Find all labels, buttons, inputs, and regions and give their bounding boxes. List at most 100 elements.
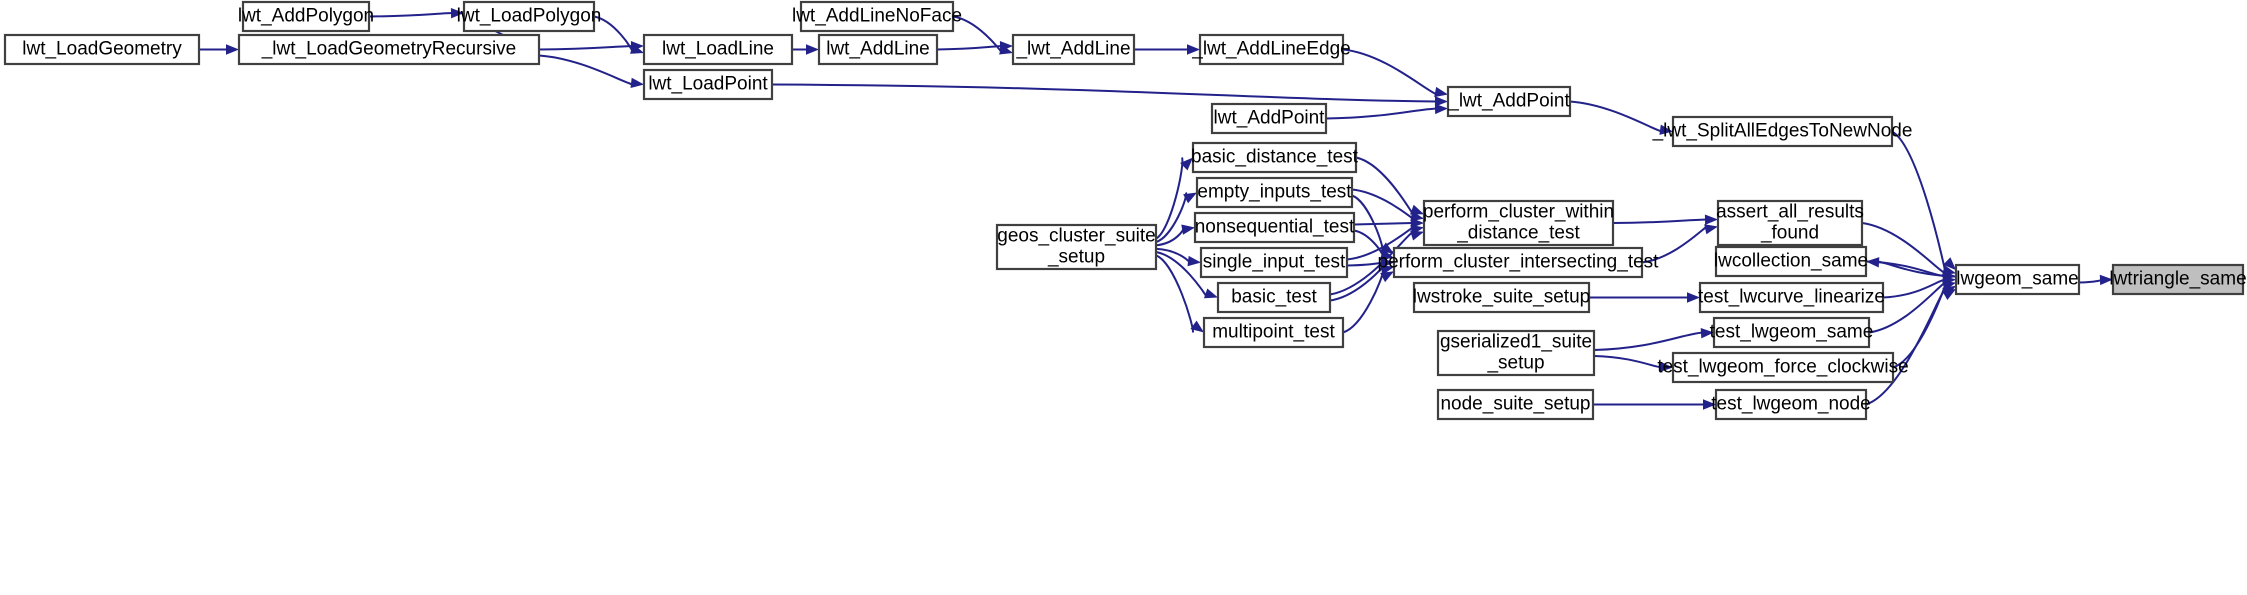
edge-arrowhead [450, 8, 464, 19]
graph-node-test_lwcurve_linearize[interactable]: test_lwcurve_linearize [1698, 281, 1885, 314]
call-edge [1342, 48, 1438, 96]
graph-node-nonsequential_test[interactable]: nonsequential_test [1193, 211, 1356, 244]
call-edge [1155, 157, 1184, 240]
edge-arrowhead [630, 77, 644, 88]
node-box[interactable] [1671, 351, 1895, 384]
edge-arrowhead [1659, 361, 1673, 372]
graph-node-_lwt_AddLineEdge[interactable]: _lwt_AddLineEdge [1191, 33, 1351, 66]
node-box[interactable] [1216, 281, 1332, 314]
graph-node-lwt_AddPolygon[interactable]: lwt_AddPolygon [238, 0, 374, 33]
node-box[interactable] [1671, 115, 1894, 148]
node-box[interactable] [1392, 246, 1644, 279]
call-edge [1569, 100, 1663, 133]
node-box[interactable] [3, 33, 201, 66]
graph-node-lwgeom_same[interactable]: lwgeom_same [1954, 263, 2081, 296]
graph-node-basic_test[interactable]: basic_test [1216, 281, 1332, 314]
graph-node-_lwt_AddPoint[interactable]: _lwt_AddPoint [1446, 85, 1572, 118]
edge-arrowhead [1434, 103, 1448, 115]
graph-node-lwt_LoadGeometry[interactable]: lwt_LoadGeometry [3, 33, 201, 66]
graph-node-basic_distance_test[interactable]: basic_distance_test [1191, 141, 1359, 174]
call-edge [1355, 156, 1414, 215]
node-box[interactable] [995, 223, 1158, 271]
call-edge [1351, 188, 1414, 220]
node-box[interactable] [237, 33, 541, 66]
graph-node-_lwt_LoadGeometryRecursive[interactable]: _lwt_LoadGeometryRecursive [237, 33, 541, 66]
call-edge [1346, 261, 1384, 267]
graph-node-test_lwgeom_same[interactable]: test_lwgeom_same [1710, 316, 1874, 349]
call-edge [1593, 331, 1704, 351]
node-box[interactable] [1199, 246, 1349, 279]
edge-arrowhead [1659, 124, 1673, 135]
node-box[interactable] [1422, 199, 1615, 247]
node-box[interactable] [1446, 85, 1572, 118]
node-box[interactable] [1714, 245, 1868, 278]
graph-node-lwt_LoadPoint[interactable]: lwt_LoadPoint [642, 68, 774, 101]
call-edge [1325, 107, 1438, 120]
node-box[interactable] [1714, 388, 1868, 421]
node-box[interactable] [462, 0, 596, 33]
graph-node-test_lwgeom_node[interactable]: test_lwgeom_node [1711, 388, 1871, 421]
graph-node-lwt_AddPoint[interactable]: lwt_AddPoint [1210, 102, 1328, 135]
graph-node-lwt_AddLine[interactable]: lwt_AddLine [817, 33, 939, 66]
graph-node-single_input_test[interactable]: single_input_test [1199, 246, 1349, 279]
edge-arrowhead [1187, 44, 1200, 55]
node-box[interactable] [1436, 388, 1595, 421]
call-edge [1891, 130, 1946, 271]
graph-node-lwt_LoadLine[interactable]: lwt_LoadLine [642, 33, 794, 66]
call-edge [1868, 281, 1946, 334]
graph-node-lwt_AddLineNoFace[interactable]: lwt_AddLineNoFace [792, 0, 962, 33]
node-box[interactable] [642, 68, 774, 101]
graph-node-assert_all_results_found[interactable]: assert_all_results_found [1716, 199, 1864, 247]
node-box[interactable] [1193, 211, 1356, 244]
node-box[interactable] [1712, 316, 1871, 349]
edges-layer [199, 8, 2113, 410]
graph-node-geos_cluster_suite_setup[interactable]: geos_cluster_suite_setup [995, 223, 1158, 271]
call-edge [1641, 225, 1708, 264]
edge-arrowhead [1190, 320, 1204, 333]
graph-node-node_suite_setup[interactable]: node_suite_setup [1436, 388, 1595, 421]
node-box[interactable] [1195, 176, 1354, 209]
node-box[interactable] [1698, 281, 1885, 314]
edge-arrowhead [1187, 255, 1201, 267]
graph-node-lwt_LoadPolygon[interactable]: lwt_LoadPolygon [457, 0, 602, 33]
edge-arrowhead [1703, 399, 1716, 410]
node-box[interactable] [1412, 281, 1591, 314]
graph-node-perform_cluster_within_distance_test[interactable]: perform_cluster_within_distance_test [1422, 199, 1615, 247]
edge-arrowhead [1410, 211, 1424, 222]
call-edge [1346, 226, 1414, 261]
edge-arrowhead [1180, 157, 1193, 171]
graph-node-_lwt_AddLine[interactable]: _lwt_AddLine [1011, 33, 1136, 66]
graph-node-multipoint_test[interactable]: multipoint_test [1202, 316, 1345, 349]
call-edge [1865, 260, 1946, 278]
node-box[interactable] [1202, 316, 1345, 349]
graph-node-_lwt_SplitAllEdgesToNewNode[interactable]: _lwt_SplitAllEdgesToNewNode [1652, 115, 1913, 148]
graph-node-lwstroke_suite_setup[interactable]: lwstroke_suite_setup [1412, 281, 1591, 314]
graph-node-lwtriangle_same[interactable]: lwtriangle_same [2109, 263, 2247, 296]
node-box[interactable] [241, 0, 371, 33]
call-edge [538, 54, 634, 86]
edge-arrowhead [806, 44, 819, 55]
node-box[interactable] [2111, 263, 2245, 296]
graph-node-perform_cluster_intersecting_test[interactable]: perform_cluster_intersecting_test [1378, 246, 1660, 279]
call-edge [2078, 278, 2104, 284]
graph-node-gserialized1_suite_setup[interactable]: gserialized1_suite_setup [1436, 329, 1596, 377]
node-box[interactable] [817, 33, 939, 66]
node-box[interactable] [1198, 33, 1345, 66]
graph-node-lwcollection_same[interactable]: lwcollection_same [1714, 245, 1868, 278]
call-edge [1882, 278, 1946, 299]
node-box[interactable] [1436, 329, 1596, 377]
node-box[interactable] [642, 33, 794, 66]
node-box[interactable] [1191, 141, 1358, 174]
call-edge [1612, 218, 1708, 224]
node-box[interactable] [1011, 33, 1136, 66]
edge-arrowhead [1380, 249, 1394, 260]
node-box[interactable] [799, 0, 955, 33]
node-box[interactable] [1716, 199, 1864, 247]
node-box[interactable] [1954, 263, 2081, 296]
graph-node-test_lwgeom_force_clockwise[interactable]: test_lwgeom_force_clockwise [1657, 351, 1909, 384]
node-box[interactable] [1210, 102, 1328, 135]
call-edge [936, 45, 1003, 51]
graph-node-empty_inputs_test[interactable]: empty_inputs_test [1195, 176, 1354, 209]
edge-arrowhead [1434, 86, 1448, 98]
